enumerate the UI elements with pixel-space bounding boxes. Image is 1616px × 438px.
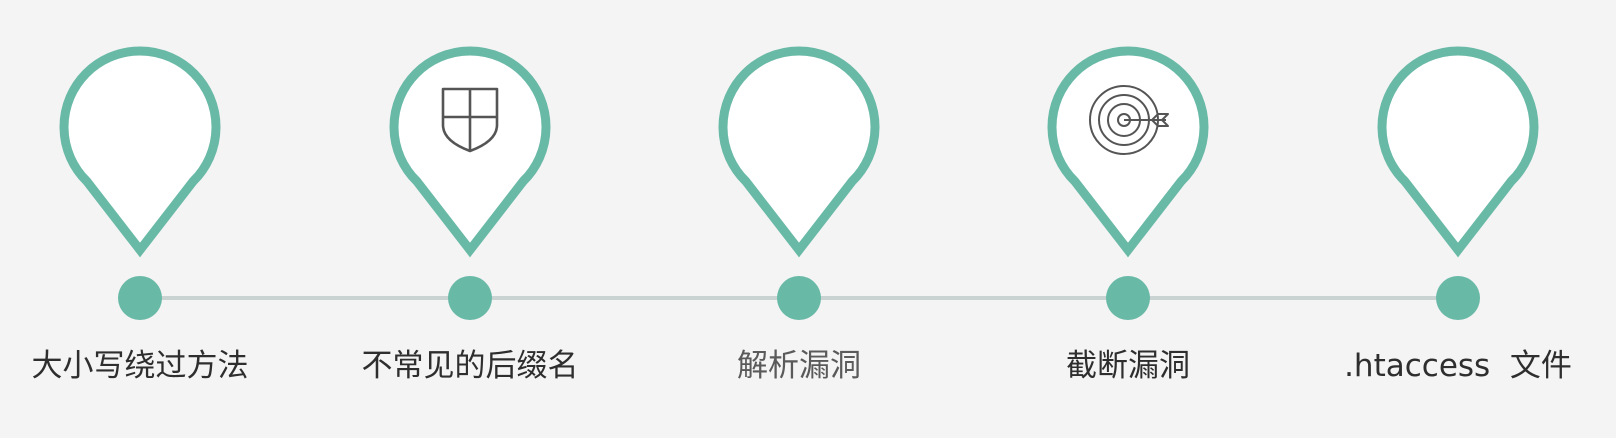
step-5-label: .htaccess 文件 (1344, 348, 1572, 384)
step-1-label: 大小写绕过方法 (31, 348, 249, 384)
step-3-dot (777, 276, 821, 320)
step-5-pin (1377, 46, 1539, 258)
step-4-label: 截断漏洞 (1066, 348, 1190, 384)
step-3-pin (718, 46, 880, 258)
target-arrow-icon (1089, 85, 1169, 155)
step-5-dot (1436, 276, 1480, 320)
step-4-pin (1047, 46, 1209, 258)
step-2-dot (448, 276, 492, 320)
step-2-label: 不常见的后缀名 (361, 348, 579, 384)
step-1-dot (118, 276, 162, 320)
step-4-dot (1106, 276, 1150, 320)
step-1-pin (59, 46, 221, 258)
shield-icon (441, 87, 499, 153)
step-3-label: 解析漏洞 (737, 348, 861, 384)
